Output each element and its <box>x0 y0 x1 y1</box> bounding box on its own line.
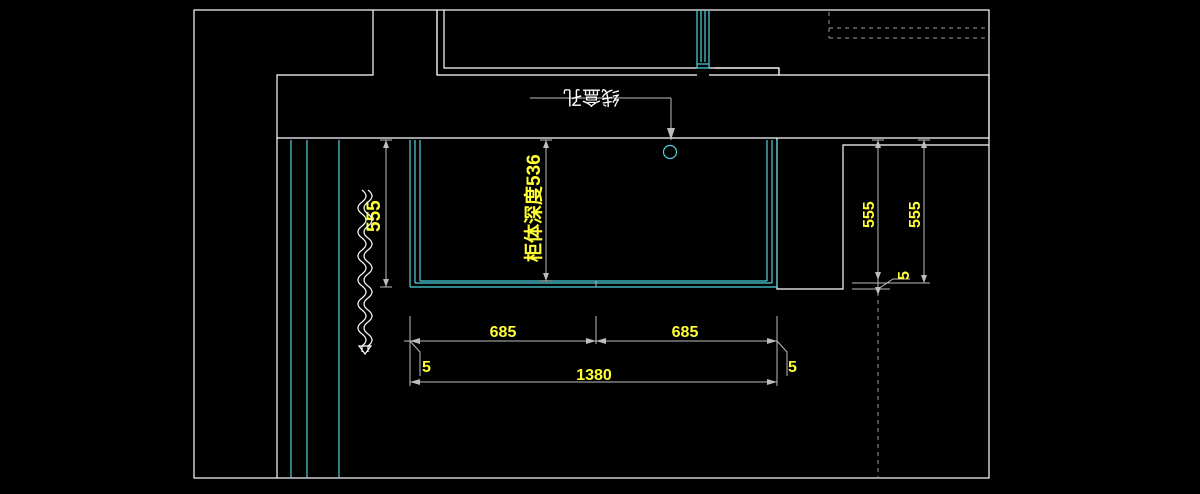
right-height-dimensions <box>852 139 930 478</box>
wall-top-center-right <box>709 67 780 76</box>
drawing-frame <box>193 9 990 479</box>
offset-right-label: 5 <box>788 359 797 376</box>
span-dimensions <box>404 316 788 386</box>
left-height-dimension <box>380 139 392 288</box>
wavy-arrow-icon <box>357 189 373 355</box>
wall-top-center-inner <box>443 10 697 69</box>
right-height-label-b: 555 <box>907 201 924 228</box>
wall-top-center-left <box>436 10 697 76</box>
right-height-label-a: 555 <box>861 201 878 228</box>
span-right-label: 685 <box>672 324 699 341</box>
wall-right-recess <box>776 138 989 290</box>
cabinet-body <box>409 140 778 288</box>
cabinet-depth-dimension <box>540 139 552 282</box>
left-height-label: 555 <box>364 200 385 232</box>
wall-upper-left <box>276 10 410 139</box>
total-span-label: 1380 <box>576 367 612 384</box>
offset-left-label: 5 <box>422 359 431 376</box>
wire-box-leader <box>530 97 675 140</box>
cabinet-depth-label: 柜体深度536 <box>522 154 545 262</box>
wire-box-hole-label: 线盒孔 <box>563 86 620 108</box>
span-left-label: 685 <box>490 324 517 341</box>
door-frame-top <box>696 10 710 69</box>
right-gap-label: 5 <box>896 271 913 280</box>
outlet-circle-icon <box>662 144 678 160</box>
